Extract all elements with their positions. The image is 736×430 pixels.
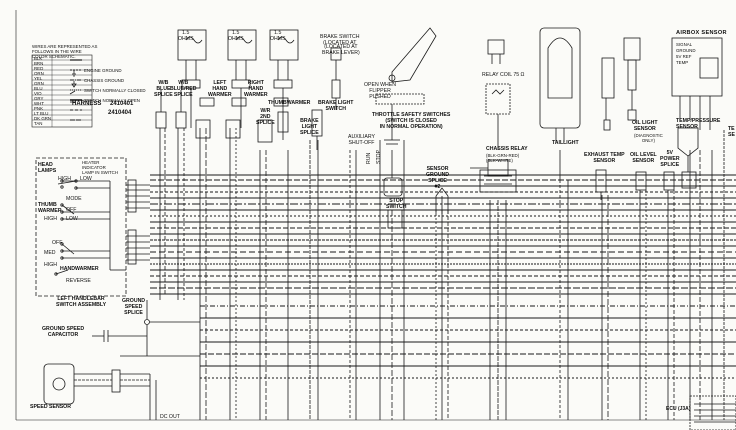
label-off: OFF [66, 207, 77, 213]
label-left-hand-warmer: LEFT HAND WARMER [208, 80, 232, 98]
legend-row: DK GRN [34, 116, 52, 121]
label-brake-light-switch: BRAKE LIGHT SWITCH [318, 100, 354, 112]
wb-splices [155, 90, 187, 129]
relay-coil [470, 39, 511, 177]
taillight [539, 27, 581, 180]
label-partial-sensor: TE SE [728, 126, 735, 138]
label-oil-light-note: (DIAGNOSTIC ONLY) [634, 133, 663, 143]
label-hand-high: HIGH [44, 262, 57, 268]
legend-row: YEL [34, 76, 43, 81]
label-warmer-ohms-2: 1.5 OHMS [228, 30, 244, 42]
label-throttle-safety: THROTTLE SAFETY SWITCHES (SWITCH IS CLOS… [372, 112, 451, 130]
label-mode: MODE [66, 196, 82, 202]
legend-row: PNK [34, 106, 44, 111]
label-thumb-warmer: THUMB WARMER [38, 202, 62, 214]
harness-number-1: 2410401 [110, 101, 134, 107]
label-warmer-ohms-3: 1.5 OHMS [270, 30, 286, 42]
label-speed-sensor: SPEED SENSOR [30, 404, 71, 410]
legend-row: LT BLU [34, 111, 49, 116]
legend-row: WHT [34, 101, 44, 106]
legend-row: TAN [34, 121, 43, 126]
ecu-connector [689, 395, 736, 430]
label-wr-2nd-splice: W/R 2ND SPLICE [256, 108, 275, 126]
label-temp-pressure-sensor: TEMP/PRESSURE SENSOR [676, 118, 721, 130]
legend-row: GRY [34, 96, 44, 101]
label-chassis-relay: CHASSIS RELAY [486, 146, 528, 152]
airbox-pin: TEMP [676, 60, 689, 65]
label-stop-switch: STOP SWITCH [386, 198, 407, 210]
oil-light-sensor [601, 37, 641, 131]
airbox-pin: GROUND [676, 48, 696, 53]
legend-chassis-ground: CHASSIS GROUND [84, 78, 125, 83]
label-open-when-flipper-pushed: OPEN WHEN FLIPPER PUSHED [364, 82, 396, 100]
legend-row: BLK [34, 56, 43, 61]
label-left-handlebar-switch: LEFT HANDLEBAR SWITCH ASSEMBLY [56, 296, 107, 308]
label-ground-speed-splice: GROUND SPEED SPLICE [122, 298, 146, 316]
label-stop-wire: STOP [376, 149, 382, 164]
harness-label: HARNESS [72, 101, 102, 107]
label-airbox-sensor: AIRBOX SENSOR [676, 30, 727, 36]
label-warmer-ohms-1: 1.5 OHMS [178, 30, 194, 42]
label-oil-level-sensor: OIL LEVEL SENSOR [630, 152, 657, 164]
legend-symbols [69, 70, 77, 103]
legend-normally-open: SWITCH NORMALLY OPEN [84, 98, 140, 103]
label-relay-coil: RELAY COIL 75 Ω [482, 72, 525, 78]
label-brake-light-splice: BRAKE LIGHT SPLICE [300, 118, 319, 136]
label-right-hand-warmer: RIGHT HAND WARMER [244, 80, 268, 98]
label-hand-off: OFF [52, 240, 63, 246]
ground-speed-circuit [43, 300, 200, 420]
legend-row: RED [34, 66, 44, 71]
legend-engine-ground: ENGINE GROUND [84, 68, 122, 73]
harness-number-2: 2410404 [108, 110, 132, 116]
label-bottom-note: DC OUT [160, 414, 180, 420]
label-thumbwarmer: THUMBWARMER [268, 100, 311, 106]
sensor-ground-splice [435, 187, 449, 214]
label-low-beam: LOW [80, 176, 92, 182]
legend-row: VIO [34, 91, 42, 96]
label-hand-med: MED [44, 250, 56, 256]
label-brake-lever: (LOCATED AT BRAKE LEVER) [322, 44, 360, 56]
label-sensor-ground-splice: SENSOR GROUND SPLICE #2 [426, 166, 450, 190]
label-thumb-low: LOW [66, 216, 78, 222]
airbox-pin: SIGNAL [676, 42, 693, 47]
airbox-sensor [671, 37, 723, 130]
warmer-connectors [177, 29, 299, 143]
label-run-wire: RUN [366, 152, 372, 164]
label-ecu: ECU (J3A) [666, 406, 691, 412]
legend-row: BLU [34, 86, 43, 91]
legend-note: WIRES ARE REPRESENTED AS FOLLOWS IN THE … [32, 44, 98, 59]
label-taillight: TAILLIGHT [552, 140, 579, 146]
label-chassis-relay-note: (BLK-GRN-RED) (BLK-WHITE) [486, 153, 520, 163]
chassis-relay [479, 169, 517, 193]
label-5v-power-splice: 5V POWER SPLICE [660, 150, 680, 168]
label-high-beam: HIGH [58, 176, 71, 182]
wire-color-legend [31, 54, 93, 128]
main-harness-bus [150, 174, 736, 379]
label-reverse: REVERSE [66, 278, 91, 284]
label-handwarmer: HANDWARMER [60, 266, 99, 272]
label-brake-switch-note: BRAKE SWITCH (LOCATED AT [320, 34, 360, 46]
label-wb-blue-red-splice: W/B BLUE/RED SPLICE [170, 80, 197, 98]
label-ground-speed-capacitor: GROUND SPEED CAPACITOR [42, 326, 85, 338]
label-exhaust-temp-sensor: EXHAUST TEMP SENSOR [584, 152, 625, 164]
airbox-pin: 5V REF [676, 54, 692, 59]
label-thumb-high: HIGH [44, 216, 57, 222]
label-heater-indicator: HEATER INDICATOR LAMP IN SWITCH [82, 160, 119, 175]
legend-normally-closed: SWITCH NORMALLY CLOSED [84, 88, 146, 93]
label-wb-blue-splice: W/B BLUE SPLICE [154, 80, 173, 98]
left-handlebar-switch-box [35, 157, 150, 297]
legend-row: GRN [34, 81, 44, 86]
legend-row: BRN [34, 61, 44, 66]
throttle-safety-switch [375, 27, 437, 229]
lower-sensors [595, 127, 699, 200]
brake-light-switch [311, 47, 342, 150]
label-oil-light-sensor: OIL LIGHT SENSOR [632, 120, 658, 132]
vertical-wire-drops [159, 128, 725, 420]
label-auxiliary-shutoff: AUXILIARY SHUT-OFF [348, 134, 376, 146]
legend-row: ORN [34, 71, 44, 76]
label-head-lamps: HEAD LAMPS [38, 162, 57, 174]
